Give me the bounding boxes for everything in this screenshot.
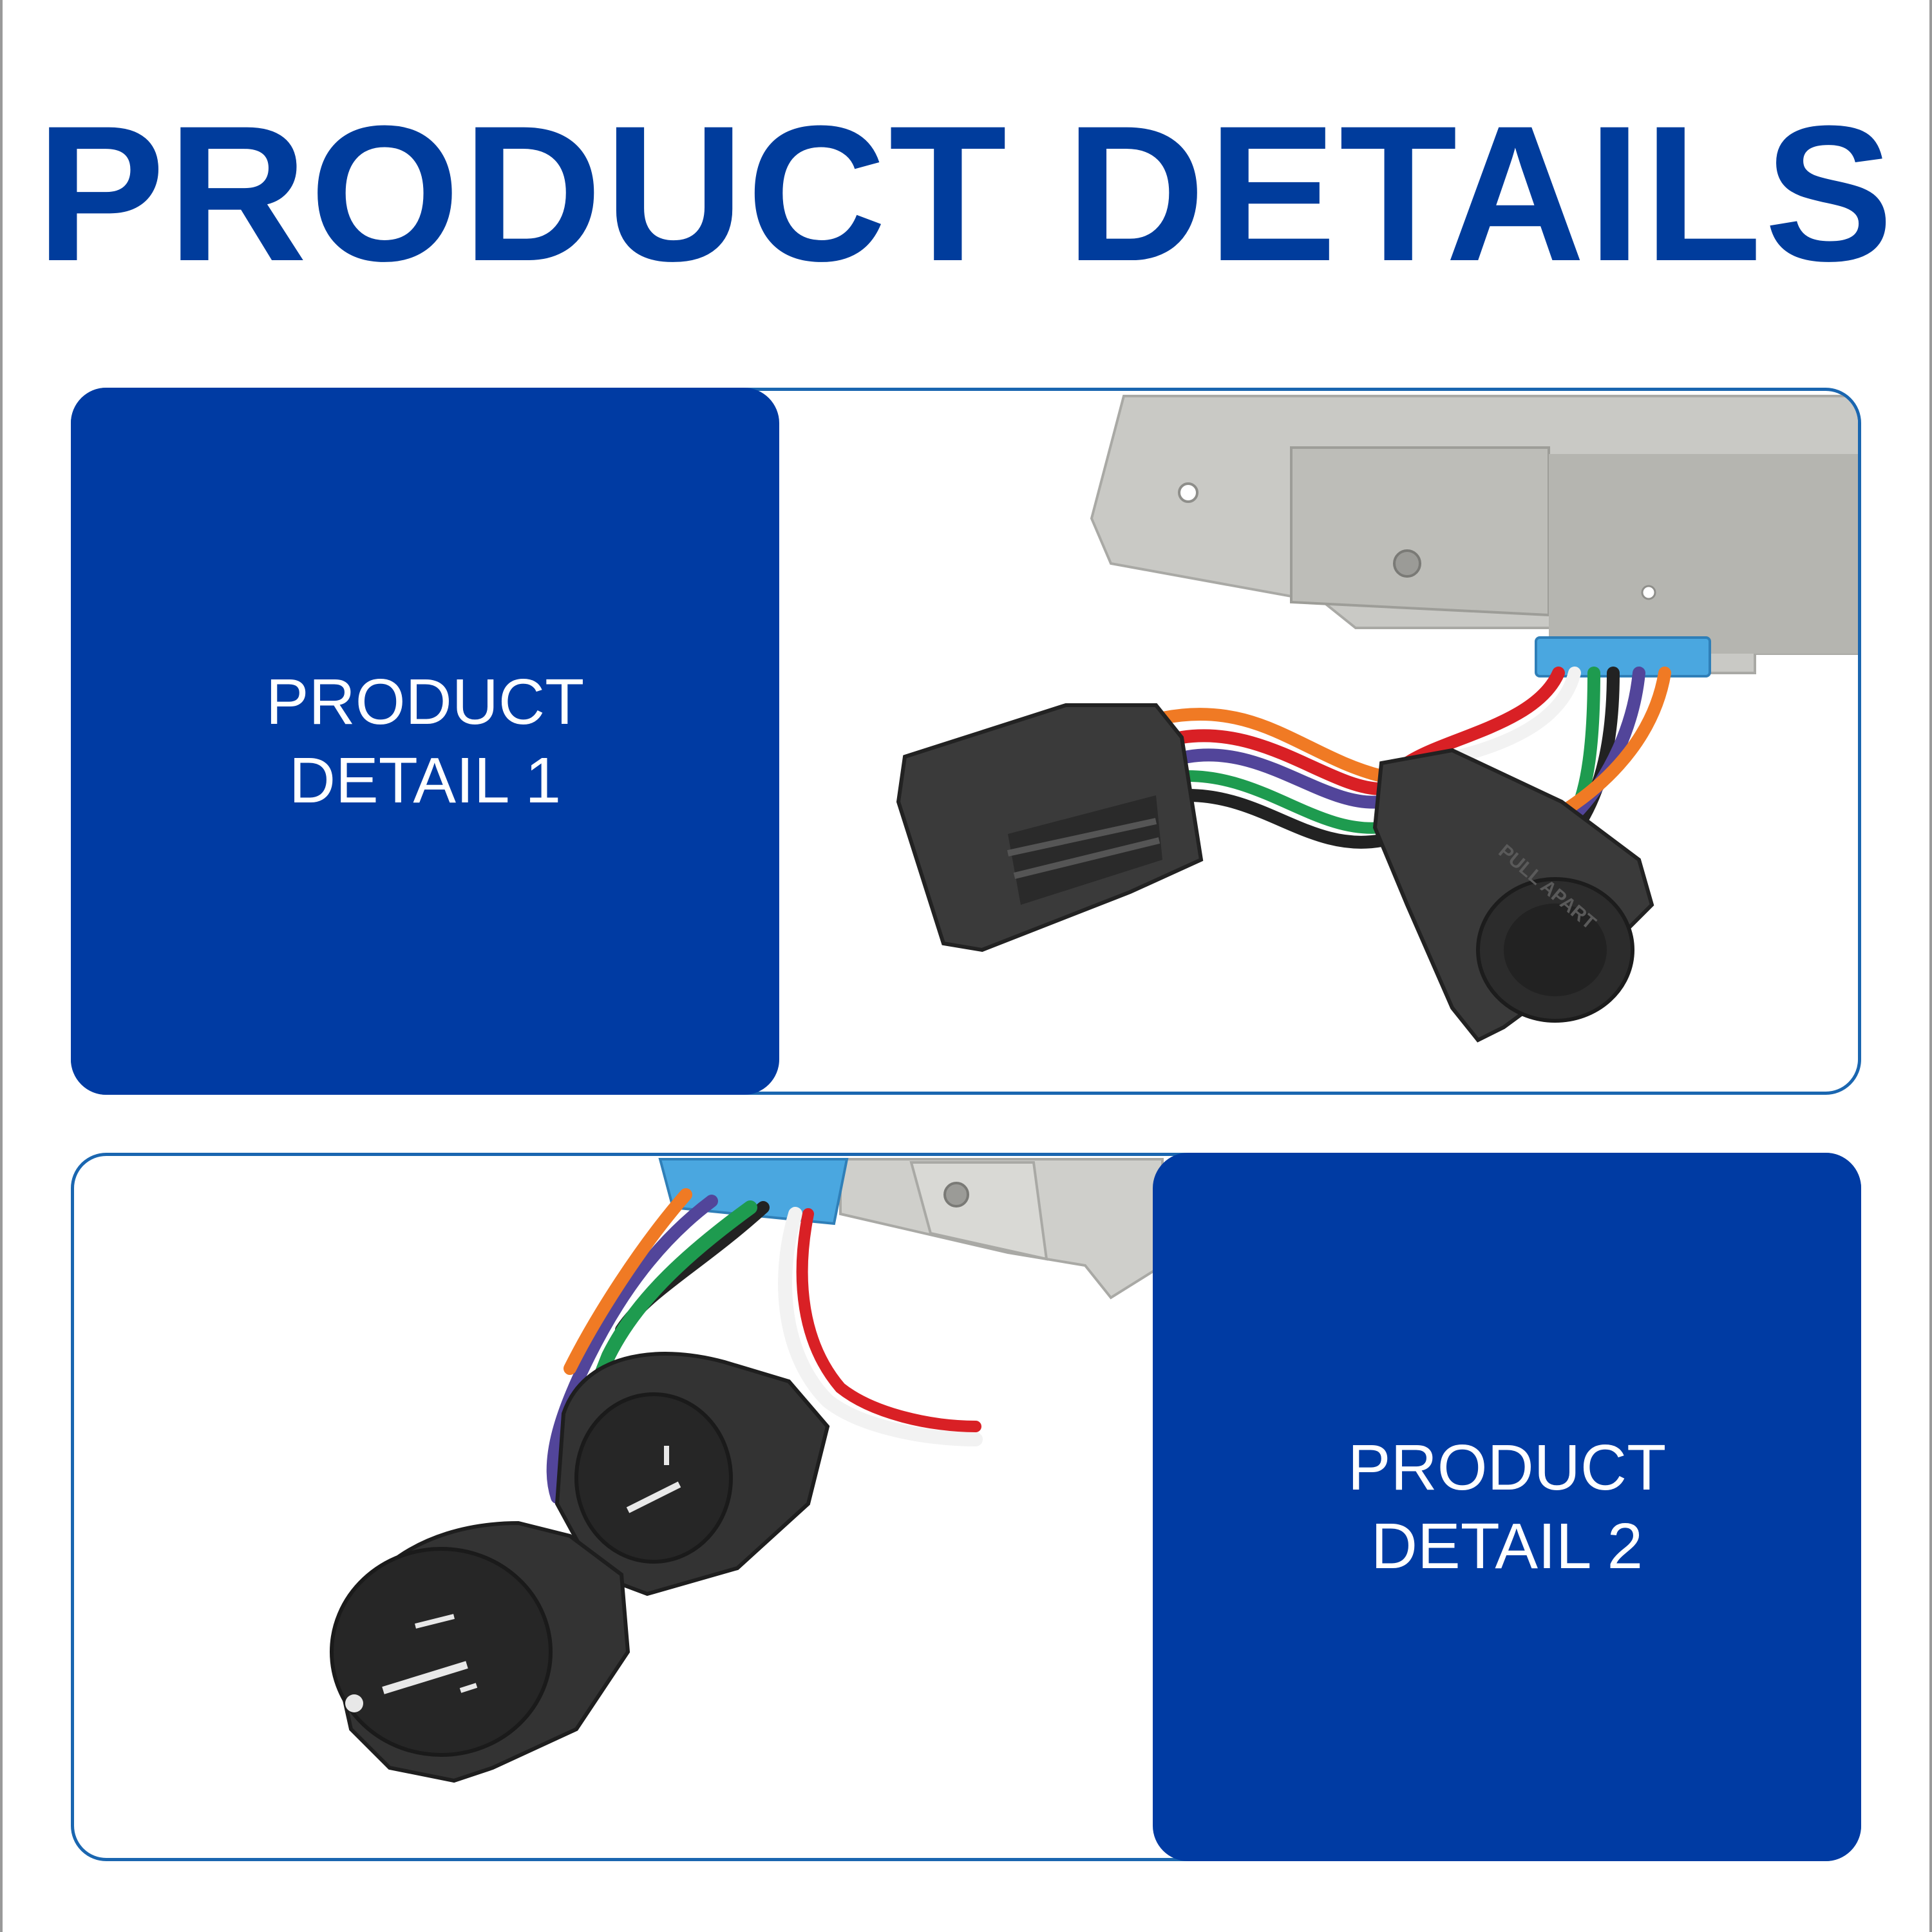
- detail-label-1-line-1: PRODUCT: [265, 666, 585, 738]
- detail-label-2: PRODUCT DETAIL 2: [1348, 1428, 1666, 1586]
- frame-left-edge: [0, 0, 3, 1932]
- detail-label-panel-2: PRODUCT DETAIL 2: [1153, 1153, 1861, 1861]
- detail-label-2-line-1: PRODUCT: [1347, 1432, 1667, 1504]
- product-photo-2: [330, 1158, 1164, 1783]
- page-title: PRODUCT DETAILS: [36, 85, 1896, 301]
- frame-right-edge: [1929, 0, 1932, 1932]
- detail-label-panel-1: PRODUCT DETAIL 1: [71, 388, 779, 1095]
- product-photo-1: PULL APART: [896, 395, 1858, 1043]
- detail-label-1: PRODUCT DETAIL 1: [266, 663, 584, 820]
- detail-label-2-line-2: DETAIL 2: [1370, 1510, 1643, 1582]
- detail-label-1-line-2: DETAIL 1: [289, 744, 562, 817]
